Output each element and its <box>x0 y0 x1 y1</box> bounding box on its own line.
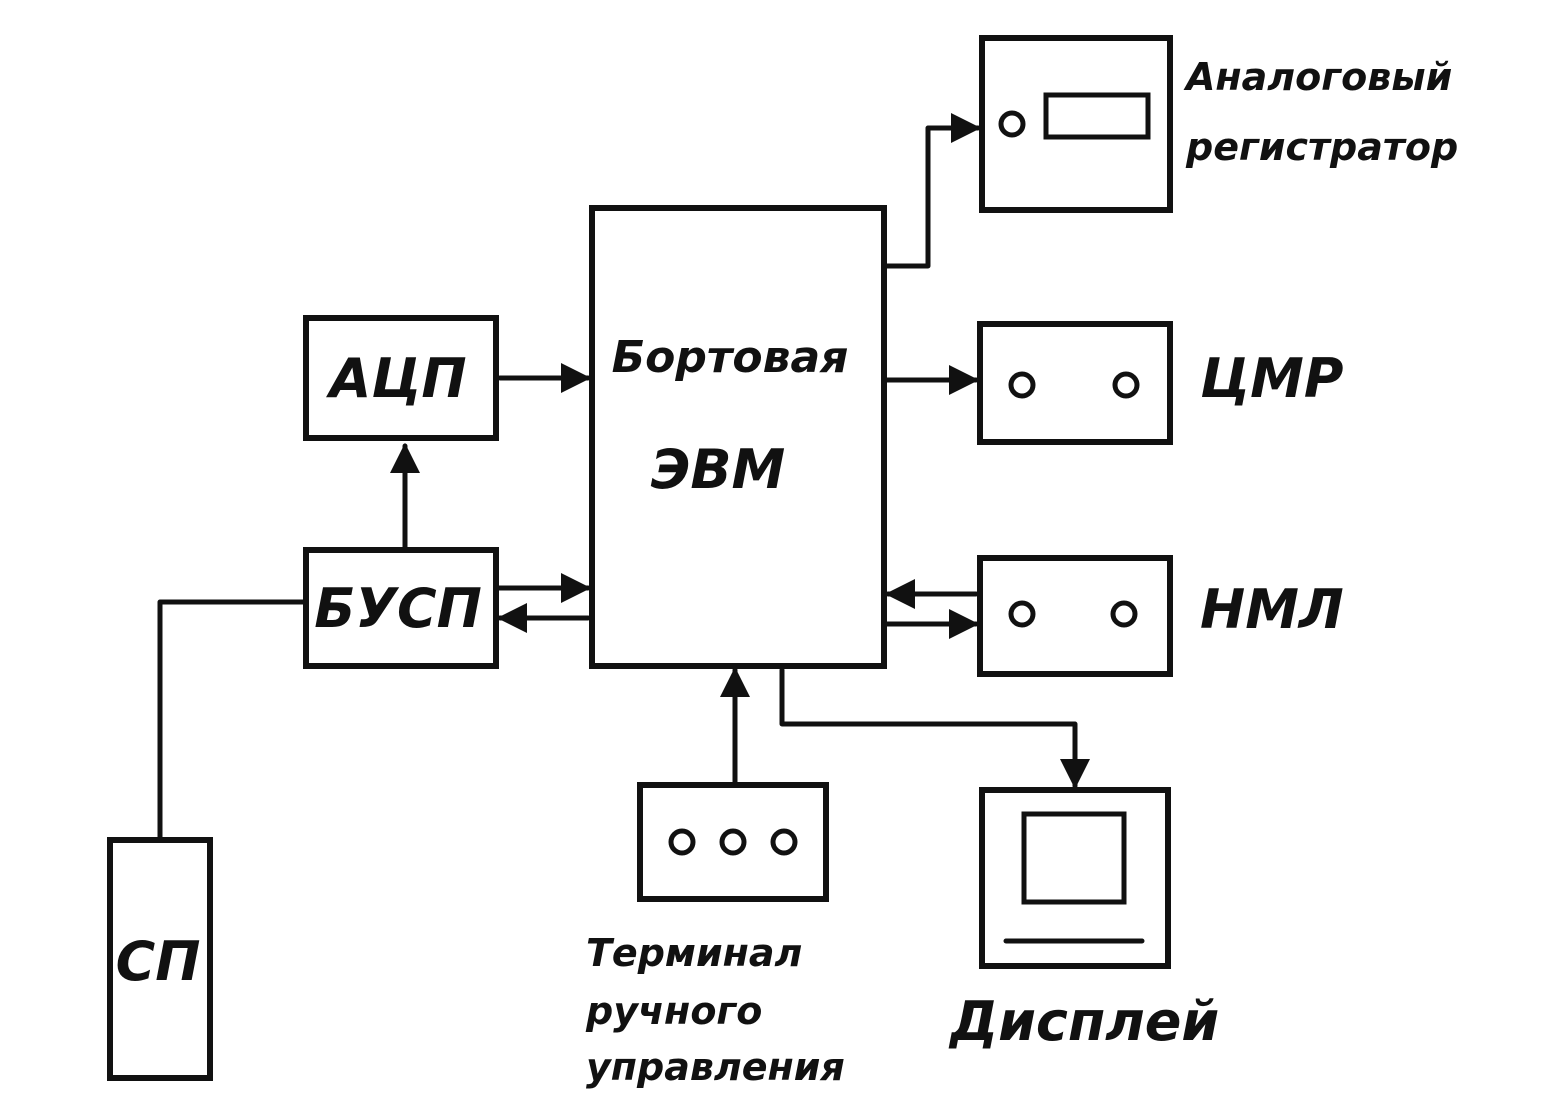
cmr-block: ЦМР <box>977 321 1343 445</box>
adc-block: АЦП <box>303 315 499 441</box>
sp-block: СП <box>107 837 213 1081</box>
button-icon <box>770 828 798 856</box>
onboard-computer-label-line2: ЭВМ <box>651 438 786 501</box>
cmr-label: ЦМР <box>1200 347 1343 410</box>
recorder-window-icon <box>1043 92 1151 140</box>
button-icon <box>668 828 696 856</box>
onboard-computer-block: Бортовая ЭВМ <box>589 205 887 669</box>
reel-left-icon <box>1008 371 1036 399</box>
button-icon <box>719 828 747 856</box>
manual-terminal-label-line3: управления <box>586 1045 845 1089</box>
analog-recorder-block: Аналоговый регистратор <box>979 35 1458 213</box>
sp-label: СП <box>116 930 201 993</box>
manual-terminal-label-line2: ручного <box>585 989 762 1033</box>
busp-block: БУСП <box>303 547 499 669</box>
manual-terminal-label-line1: Терминал <box>586 931 802 975</box>
analog-recorder-label-line1: Аналоговый <box>1183 55 1452 99</box>
connector-computer-to-display <box>779 667 1090 789</box>
manual-terminal-block: Терминал ручного управления <box>585 782 845 1089</box>
reel-right-icon <box>1110 600 1138 628</box>
screen-icon <box>1021 811 1127 905</box>
reel-left-icon <box>1008 600 1036 628</box>
knob-icon <box>998 110 1026 138</box>
nmp-block: НМЛ <box>977 555 1344 677</box>
connectors <box>157 113 1090 841</box>
display-label: Дисплей <box>948 990 1219 1053</box>
connector-sp-to-busp <box>157 599 308 841</box>
connector-computer-to-analog-recorder <box>882 113 981 269</box>
adc-label: АЦП <box>325 347 466 410</box>
analog-recorder-label-line2: регистратор <box>1185 125 1458 169</box>
busp-label: БУСП <box>314 577 482 640</box>
reel-right-icon <box>1112 371 1140 399</box>
onboard-computer-label-line1: Бортовая <box>612 332 849 383</box>
nmp-label: НМЛ <box>1200 578 1344 641</box>
display-block: Дисплей <box>948 787 1219 1053</box>
